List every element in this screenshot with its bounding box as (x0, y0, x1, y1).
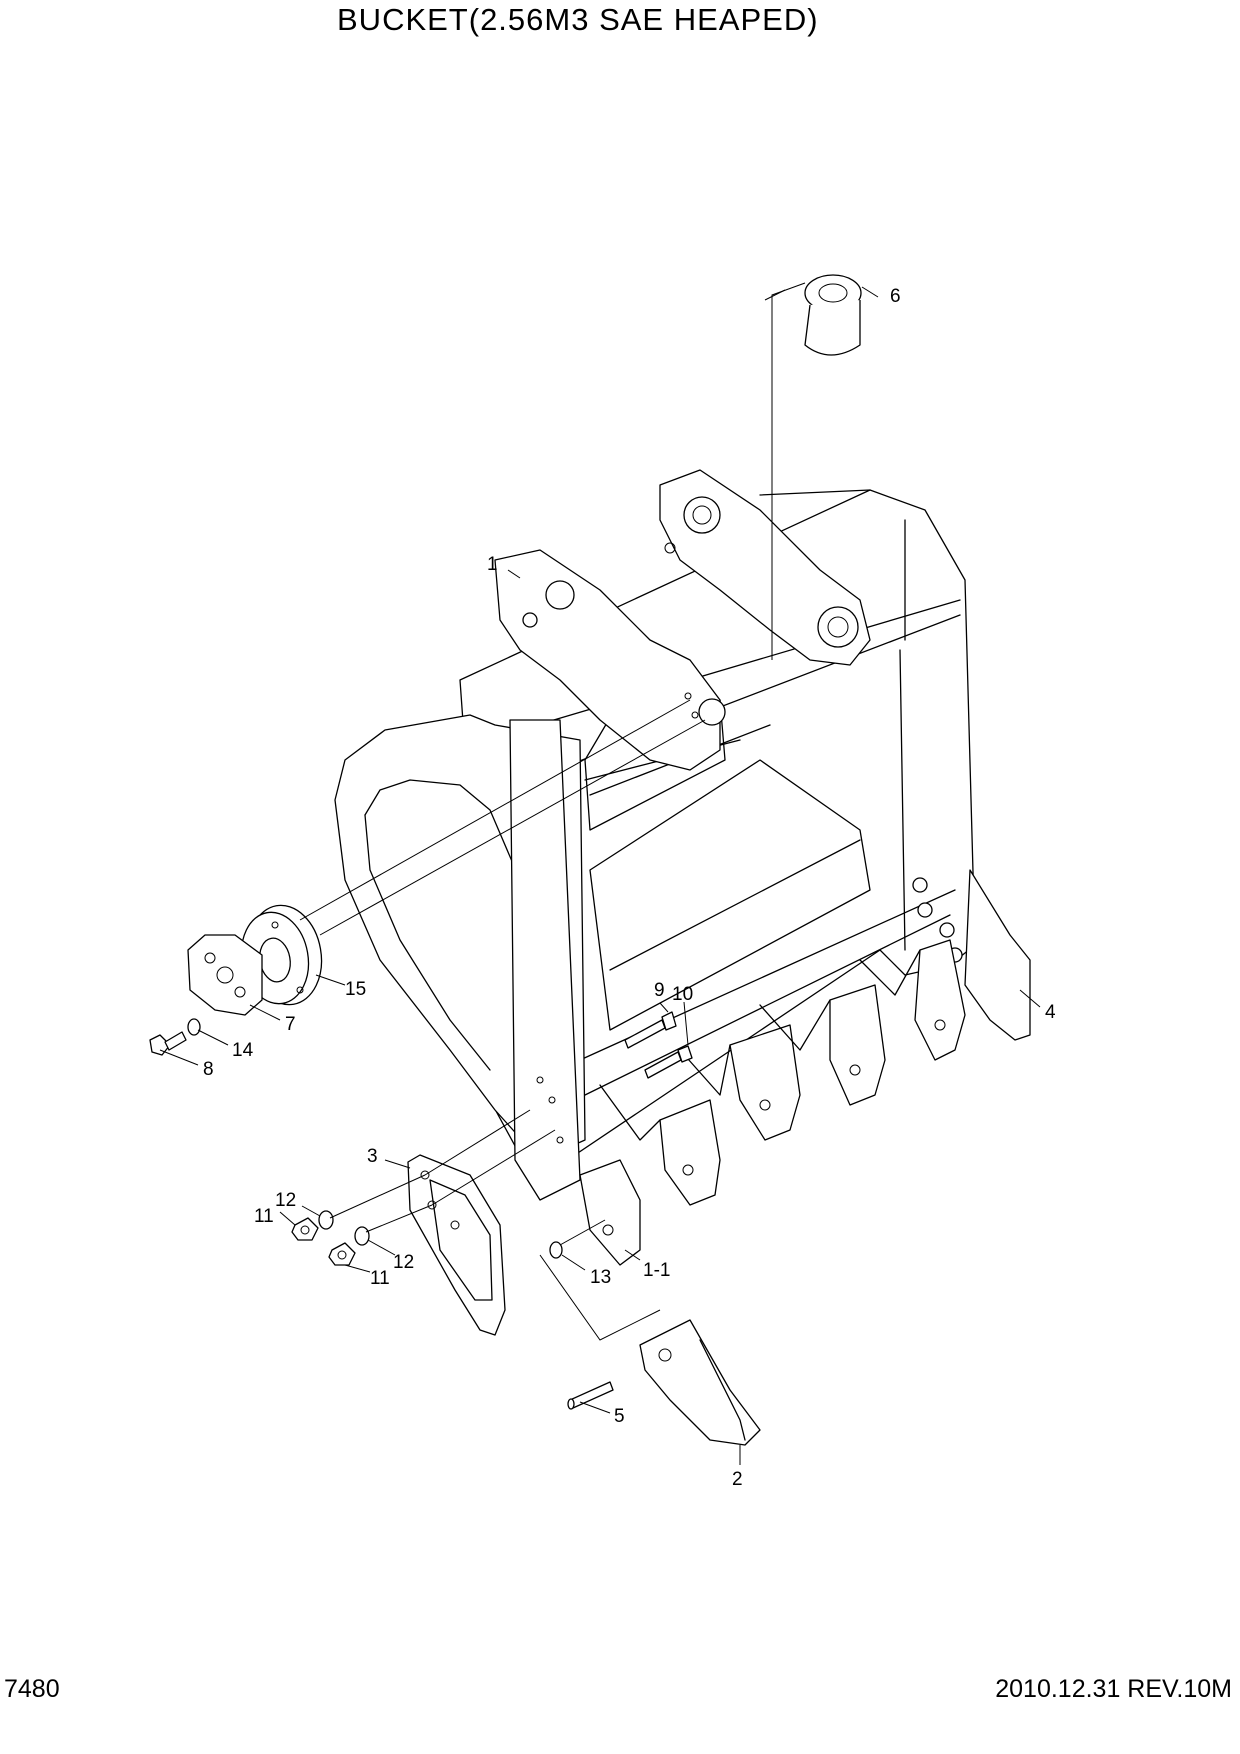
callout-1-1: 1-1 (643, 1260, 670, 1281)
callout-labels: 6 1 15 7 14 8 9 10 4 3 12 11 12 11 13 1-… (203, 286, 1056, 1490)
callout-11-lower: 11 (370, 1268, 390, 1289)
callout-2: 2 (732, 1469, 743, 1490)
washer-part-12-b (354, 1226, 370, 1246)
callout-4: 4 (1045, 1002, 1056, 1023)
washer-part-12-a (318, 1210, 334, 1230)
callout-8: 8 (203, 1059, 214, 1080)
side-cutter (964, 869, 1031, 1041)
assembly-lines (299, 282, 806, 1341)
callout-9: 9 (654, 980, 665, 1001)
bolt-part-9 (624, 1011, 677, 1049)
lock-washer-part-13 (549, 1241, 563, 1259)
bolt-part-8 (149, 1031, 187, 1056)
callout-13: 13 (590, 1267, 611, 1288)
callout-14: 14 (232, 1040, 254, 1061)
washer-part-14 (187, 1018, 201, 1036)
callout-11-upper: 11 (254, 1206, 274, 1227)
callout-5: 5 (614, 1406, 625, 1427)
bucket-body (334, 469, 976, 1201)
bolt-part-10 (644, 1045, 693, 1079)
callout-12-upper: 12 (275, 1190, 296, 1211)
flange-plate-part-7 (187, 934, 263, 1016)
callout-3: 3 (367, 1146, 378, 1167)
pin-part-5 (567, 1381, 614, 1410)
callout-7: 7 (285, 1014, 296, 1035)
callout-15: 15 (345, 979, 366, 1000)
callout-6: 6 (890, 286, 901, 307)
side-shroud-part-3 (407, 1154, 506, 1336)
tooth-adapters-row (579, 939, 966, 1266)
nut-part-11-a (291, 1217, 319, 1241)
callout-leaders (159, 286, 1041, 1465)
callout-10: 10 (672, 984, 693, 1005)
bushing-part-6 (764, 274, 862, 356)
callout-1: 1 (487, 554, 498, 575)
page-code: 7480 (4, 1675, 60, 1703)
callout-12-lower: 12 (393, 1252, 414, 1273)
nut-part-11-b (328, 1242, 356, 1266)
page-title: BUCKET(2.56M3 SAE HEAPED) (337, 2, 819, 37)
tooth-point-part-2 (639, 1319, 761, 1446)
date-revision: 2010.12.31 REV.10M (995, 1675, 1232, 1703)
